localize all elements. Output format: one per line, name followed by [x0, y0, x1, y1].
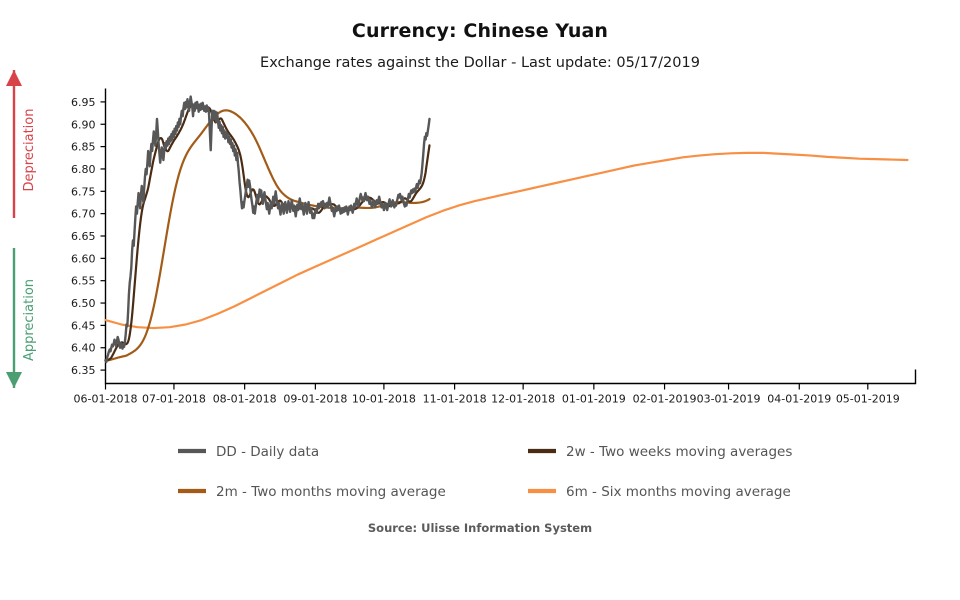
x-tick-label: 07-01-2018: [142, 393, 206, 406]
x-tick-label: 02-01-2019: [633, 393, 697, 406]
arrow-head: [6, 372, 22, 388]
series-group: [104, 95, 909, 364]
legend-group: DD - Daily data 2w - Two weeks moving ave…: [178, 444, 792, 500]
x-tick-label: 08-01-2018: [213, 393, 277, 406]
x-tick-label: 09-01-2018: [283, 393, 347, 406]
y-tick-label: 6.65: [71, 230, 96, 243]
y-tick-label: 6.90: [71, 118, 96, 131]
arrow-label: Depreciation: [22, 109, 37, 192]
y-tick-label: 6.85: [71, 141, 96, 154]
x-tick-label: 05-01-2019: [836, 393, 900, 406]
x-tick-label: 12-01-2018: [491, 393, 555, 406]
y-tick-label: 6.45: [71, 319, 96, 332]
x-tick-label: 10-01-2018: [352, 393, 416, 406]
x-tick-label: 04-01-2019: [767, 393, 831, 406]
series-line-dd: [104, 95, 431, 364]
y-tick-label: 6.75: [71, 185, 96, 198]
source-note: Source: Ulisse Information System: [367, 521, 593, 535]
y-tick-label: 6.80: [71, 163, 96, 176]
y-tick-label: 6.60: [71, 252, 96, 265]
y-tick-label: 6.50: [71, 297, 96, 310]
y-tick-label: 6.95: [71, 96, 96, 109]
legend-label[interactable]: 6m - Six months moving average: [566, 484, 791, 500]
x-tick-label: 06-01-2018: [74, 393, 138, 406]
y-tick-label: 6.70: [71, 208, 96, 221]
x-tick-label: 11-01-2018: [423, 393, 487, 406]
page-subtitle: Exchange rates against the Dollar - Last…: [260, 55, 700, 71]
x-tick-label: 03-01-2019: [697, 393, 761, 406]
x-tick-label: 01-01-2019: [562, 393, 626, 406]
arrow-head: [6, 70, 22, 86]
legend-label[interactable]: DD - Daily data: [216, 444, 319, 460]
y-tick-label: 6.55: [71, 275, 96, 288]
legend-label[interactable]: 2w - Two weeks moving averages: [566, 444, 792, 460]
y-tick-label: 6.40: [71, 342, 96, 355]
axes-group: 6.35 6.40 6.45 6.50 6.55 6.60 6.65 6.70 6.75 6.80…: [71, 88, 917, 406]
y-tick-label: 6.35: [71, 364, 96, 377]
page-title: Currency: Chinese Yuan: [351, 20, 609, 42]
series-line-m6: [104, 151, 909, 330]
legend-label[interactable]: 2m - Two months moving average: [216, 484, 446, 500]
series-line-m2: [104, 109, 431, 362]
arrow-label: Appreciation: [22, 279, 37, 361]
